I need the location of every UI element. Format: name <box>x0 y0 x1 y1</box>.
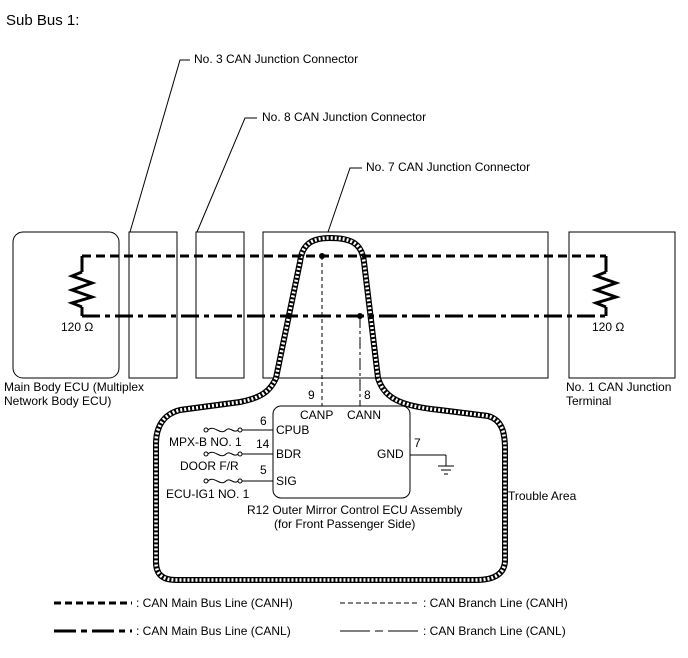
leader-no8 <box>196 117 257 233</box>
junction-terminal-label-line2: Terminal <box>566 394 611 408</box>
no1-junction-terminal-box <box>568 231 676 379</box>
junction-terminal-resistor-label: 120 Ω <box>592 320 624 334</box>
no7-junction-connector-box <box>262 231 549 379</box>
bdr-pin-number: 14 <box>256 437 270 451</box>
fuse-ecu-ig1-no1-label: ECU-IG1 NO. 1 <box>166 487 250 501</box>
no8-junction-connector-label: No. 8 CAN Junction Connector <box>262 110 426 124</box>
legend-branch-canh-label: : CAN Branch Line (CANH) <box>423 596 568 610</box>
legend: : CAN Main Bus Line (CANH) : CAN Branch … <box>54 596 568 638</box>
sig-pin-label: SIG <box>276 474 297 488</box>
fuse-mpx-b-no1-label: MPX-B NO. 1 <box>169 435 242 449</box>
no8-junction-connector-box <box>195 231 245 379</box>
leader-no3 <box>129 59 190 233</box>
cpub-pin-label: CPUB <box>276 423 309 437</box>
no3-junction-connector-box <box>128 231 178 379</box>
ecu-name-line2: (for Front Passenger Side) <box>274 517 415 531</box>
ecu-name-line1: R12 Outer Mirror Control ECU Assembly <box>247 503 462 517</box>
canp-pin-number: 9 <box>308 388 315 402</box>
sig-pin-number: 5 <box>260 463 267 477</box>
main-body-ecu-label-line2: Network Body ECU) <box>4 394 111 408</box>
fuse-door-fr-label: DOOR F/R <box>180 459 239 473</box>
junction-terminal-label-line1: No. 1 CAN Junction <box>566 380 671 394</box>
left-resistor-icon <box>67 270 97 309</box>
cann-pin-label: CANN <box>347 408 381 422</box>
right-resistor-icon <box>591 270 621 309</box>
trouble-area-outline-hatch <box>154 236 507 582</box>
leader-no7 <box>327 167 362 233</box>
no3-junction-connector-label: No. 3 CAN Junction Connector <box>194 52 358 66</box>
bdr-pin-label: BDR <box>276 447 302 461</box>
gnd-pin-number: 7 <box>414 436 421 450</box>
no7-junction-connector-label: No. 7 CAN Junction Connector <box>366 160 530 174</box>
outer-mirror-control-ecu-box <box>272 405 411 499</box>
legend-main-canh-label: : CAN Main Bus Line (CANH) <box>136 596 293 610</box>
page-title: Sub Bus 1: <box>6 12 79 29</box>
fuse-sig-icon <box>203 478 273 484</box>
legend-main-canl-label: : CAN Main Bus Line (CANL) <box>136 624 291 638</box>
main-body-ecu-box <box>12 231 120 379</box>
canp-pin-label: CANP <box>300 408 333 422</box>
ground-icon <box>410 454 454 475</box>
cann-pin-number: 8 <box>364 388 371 402</box>
fuse-cpub-icon <box>203 427 273 433</box>
legend-branch-canl-label: : CAN Branch Line (CANL) <box>423 624 566 638</box>
fuse-bdr-icon <box>203 451 273 457</box>
main-body-ecu-label-line1: Main Body ECU (Multiplex <box>4 380 144 394</box>
trouble-area-label: Trouble Area <box>508 489 577 503</box>
cpub-pin-number: 6 <box>260 414 267 428</box>
main-body-ecu-resistor-label: 120 Ω <box>61 320 93 334</box>
gnd-pin-label: GND <box>377 447 404 461</box>
